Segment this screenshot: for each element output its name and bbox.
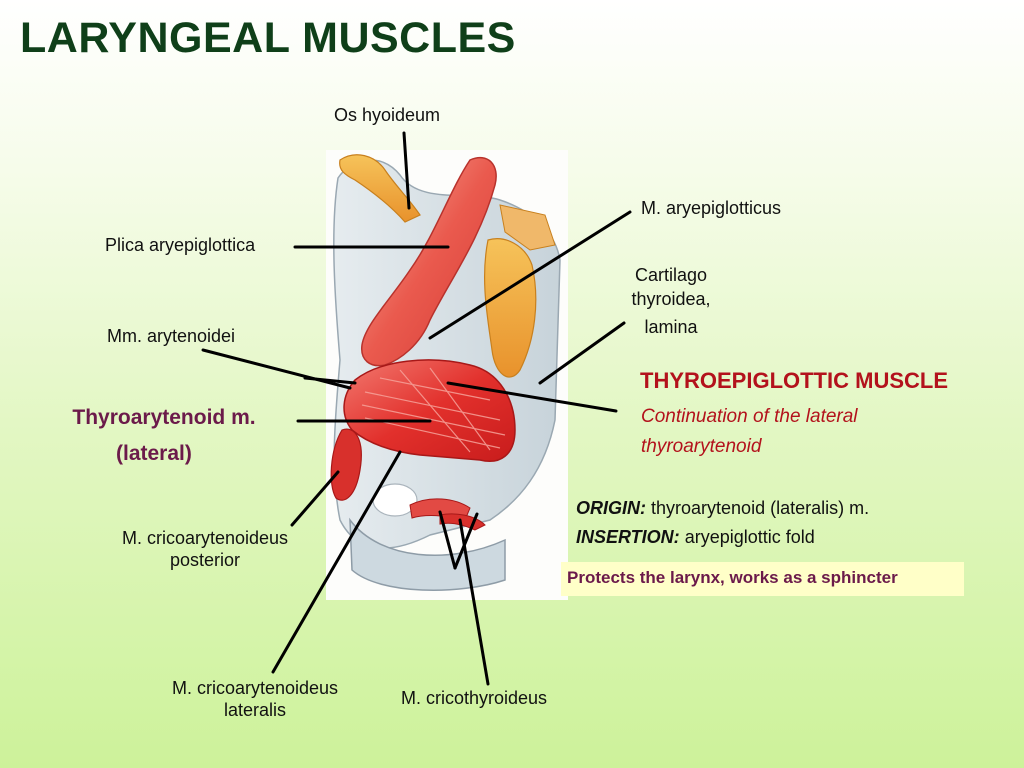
label-os-hyoideum: Os hyoideum (334, 105, 441, 125)
label-cricoaryt-posterior-line2: posterior (169, 550, 241, 570)
label-thyroarytenoid: Thyroarytenoid m. (lateral) (48, 403, 280, 469)
label-cartilago-line3: lamina (644, 317, 698, 337)
cricothyroid-muscle-shape-2 (439, 513, 486, 531)
function-note: Protects the larynx, works as a sphincte… (561, 562, 964, 596)
posterior-cricoarytenoid-shape (330, 428, 362, 501)
leader-mm-arytenoidei-1 (201, 348, 352, 390)
muscle-fibers (361, 367, 506, 453)
label-cricoaryt-lateralis: M. cricoarytenoideus lateralis (148, 677, 362, 721)
leader-m-aryepiglotticus (428, 210, 632, 340)
label-plica-aryepiglottica: Plica aryepiglottica (105, 235, 256, 255)
label-cricoaryt-lateralis-line1: M. cricoarytenoideus (171, 678, 339, 698)
label-m-aryepiglotticus: M. aryepiglotticus (641, 198, 782, 218)
thyroepiglottic-heading: THYROEPIGLOTTIC MUSCLE (640, 368, 948, 393)
insertion-text: aryepiglottic fold (684, 527, 815, 547)
label-cartilago-thyroidea: Cartilago thyroidea, lamina (616, 263, 726, 339)
thyroid-lamina-shape (484, 238, 537, 378)
leader-thyroepiglottic (446, 381, 618, 413)
thyroepiglottic-desc-line2: thyroarytenoid (641, 436, 762, 457)
label-cartilago-line1: Cartilago (634, 265, 708, 285)
label-m-cricothyroideus: M. cricothyroideus (401, 688, 548, 708)
leader-cricoaryt-posterior (290, 470, 340, 527)
label-mm-arytenoidei: Mm. arytenoidei (107, 326, 236, 346)
slide-title: LARYNGEAL MUSCLES (20, 14, 516, 62)
insertion-row: INSERTION: aryepiglottic fold (576, 522, 815, 552)
label-thyroarytenoid-line1: Thyroarytenoid m. (72, 406, 256, 429)
leader-mm-arytenoidei-2 (303, 376, 357, 385)
label-cricoaryt-posterior: M. cricoarytenoideus posterior (98, 527, 312, 571)
thyroepiglottic-desc-line1: Continuation of the lateral (641, 406, 858, 427)
hyoid-bone-shape (339, 154, 421, 223)
label-cartilago-line2: thyroidea, (631, 289, 711, 309)
leader-cricoaryt-lateralis (271, 450, 402, 674)
origin-text: thyroarytenoid (lateralis) m. (651, 498, 870, 518)
origin-label: ORIGIN: (576, 498, 646, 518)
leader-cricothyroid-2 (438, 510, 457, 570)
label-thyroarytenoid-line2: (lateral) (116, 442, 192, 465)
leader-lines (201, 131, 632, 686)
cricoid-cartilage-shape (349, 517, 506, 591)
origin-row: ORIGIN: thyroarytenoid (lateralis) m. (576, 493, 869, 523)
cartilage-horn-shape (499, 204, 556, 251)
insertion-label: INSERTION: (576, 527, 680, 547)
label-cricoaryt-lateralis-line2: lateralis (223, 700, 287, 720)
leader-os-hyoideum (402, 131, 411, 210)
label-cricoaryt-posterior-line1: M. cricoarytenoideus (121, 528, 289, 548)
leader-cricothyroid-3 (453, 512, 479, 570)
leader-cartilago-thyroidea (538, 321, 626, 385)
